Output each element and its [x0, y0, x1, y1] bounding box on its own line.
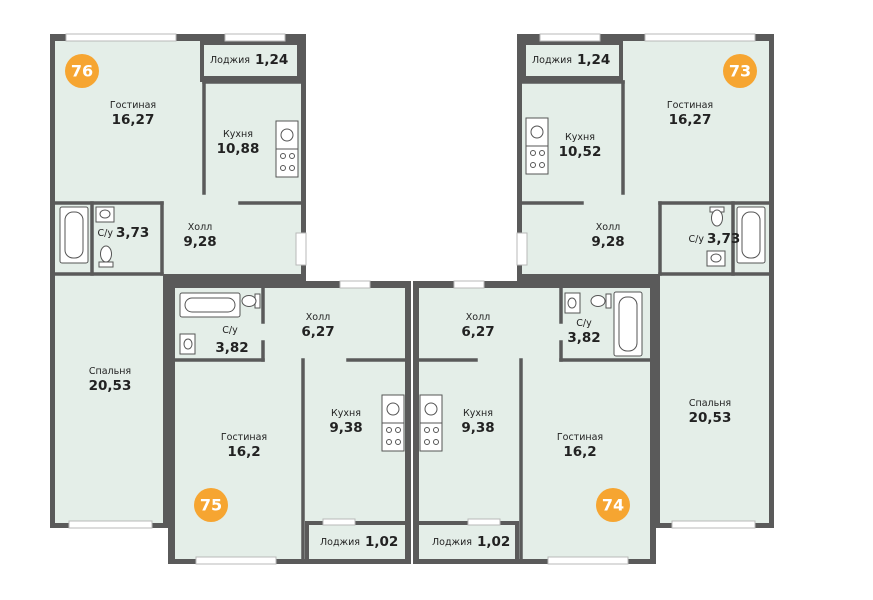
apartment-76-loggia-floor [204, 45, 297, 76]
room-name: С/у [689, 234, 705, 245]
bathtub-icon [59, 206, 89, 264]
apartment-74-loggia-floor [419, 525, 515, 559]
apartment-73-floor-lower [660, 274, 769, 523]
toilet-icon [590, 293, 612, 309]
stove-icon [381, 422, 405, 452]
apartment-number-badge[interactable]: 73 [723, 54, 757, 88]
apartment-number: 73 [729, 62, 751, 81]
room-area: 9,38 [461, 420, 494, 436]
room-name: Гостиная [557, 432, 603, 443]
room-name: Холл [306, 312, 330, 323]
apartment-number: 76 [71, 62, 93, 81]
bathtub-icon [613, 291, 643, 357]
apartment-number: 74 [602, 496, 624, 515]
window [467, 518, 501, 526]
room-area: 20,53 [689, 410, 732, 426]
room-area: 9,38 [329, 420, 362, 436]
room-area: 6,27 [301, 324, 334, 340]
room-area: 1,02 [477, 534, 510, 550]
window [453, 280, 485, 289]
apartment-75[interactable]: 75 Холл 6,27 С/у 3,82 Кухня 9,38 Гостина… [168, 280, 411, 565]
room-area: 3,82 [567, 330, 600, 346]
room-area: 1,02 [365, 534, 398, 550]
window [516, 232, 528, 266]
window [68, 520, 153, 529]
window [195, 556, 277, 565]
toilet-icon [709, 206, 725, 227]
kitchen-sink-icon [525, 117, 549, 147]
bathtub-icon [179, 292, 241, 318]
room-name: Кухня [463, 408, 493, 419]
apartment-number: 75 [200, 496, 222, 515]
room-name: Холл [188, 222, 212, 233]
window [539, 33, 601, 42]
room-area: 9,28 [591, 234, 624, 250]
stove-icon [525, 145, 549, 175]
sink-icon [706, 250, 726, 267]
sink-icon [564, 292, 581, 314]
kitchen-sink-icon [419, 394, 443, 424]
window [547, 556, 629, 565]
apartment-number-badge[interactable]: 74 [596, 488, 630, 522]
room-name: Лоджия [320, 537, 360, 548]
window [224, 33, 286, 42]
room-name: Кухня [565, 132, 595, 143]
room-area: 6,27 [461, 324, 494, 340]
room-area: 16,27 [112, 112, 155, 128]
room-area: 10,52 [559, 144, 602, 160]
room-area: 10,88 [217, 141, 260, 157]
room-area: 3,82 [215, 340, 248, 356]
room-name: Кухня [331, 408, 361, 419]
apartment-number-badge[interactable]: 75 [194, 488, 228, 522]
apartment-75-loggia-floor [309, 525, 405, 559]
window [65, 33, 177, 42]
window [671, 520, 756, 529]
room-area: 3,73 [116, 225, 149, 241]
window [322, 518, 356, 526]
apartment-76-floor-lower [55, 274, 163, 523]
room-name: Кухня [223, 129, 253, 140]
sink-icon [95, 206, 115, 223]
room-name: Лоджия [432, 537, 472, 548]
room-area: 9,28 [183, 234, 216, 250]
room-name: Холл [596, 222, 620, 233]
window [295, 232, 307, 266]
kitchen-sink-icon [381, 394, 405, 424]
room-area: 16,2 [227, 444, 260, 460]
room-name: Гостиная [110, 100, 156, 111]
window [644, 33, 756, 42]
apartment-number-badge[interactable]: 76 [65, 54, 99, 88]
room-name: Спальня [689, 398, 731, 409]
room-name: Спальня [89, 366, 131, 377]
room-name: С/у [98, 228, 114, 239]
room-name: С/у [576, 318, 592, 329]
sink-icon [179, 333, 196, 355]
room-area: 1,24 [577, 52, 610, 68]
room-name: Гостиная [221, 432, 267, 443]
room-area: 1,24 [255, 52, 288, 68]
room-name: Лоджия [210, 55, 250, 66]
bathtub-icon [736, 206, 766, 264]
stove-icon [275, 148, 299, 178]
stove-icon [419, 422, 443, 452]
apartment-73-loggia-floor [526, 45, 619, 76]
room-name: Лоджия [532, 55, 572, 66]
room-area: 16,27 [669, 112, 712, 128]
room-area: 20,53 [89, 378, 132, 394]
room-name: Гостиная [667, 100, 713, 111]
room-name: С/у [222, 325, 238, 336]
kitchen-sink-icon [275, 120, 299, 150]
room-name: Холл [466, 312, 490, 323]
room-area: 3,73 [707, 231, 740, 247]
toilet-icon [98, 245, 114, 268]
toilet-icon [241, 293, 261, 309]
room-area: 16,2 [563, 444, 596, 460]
window [339, 280, 371, 289]
apartment-74[interactable]: 74 Холл 6,27 С/у 3,82 Кухня 9,38 Гостина… [413, 280, 656, 565]
